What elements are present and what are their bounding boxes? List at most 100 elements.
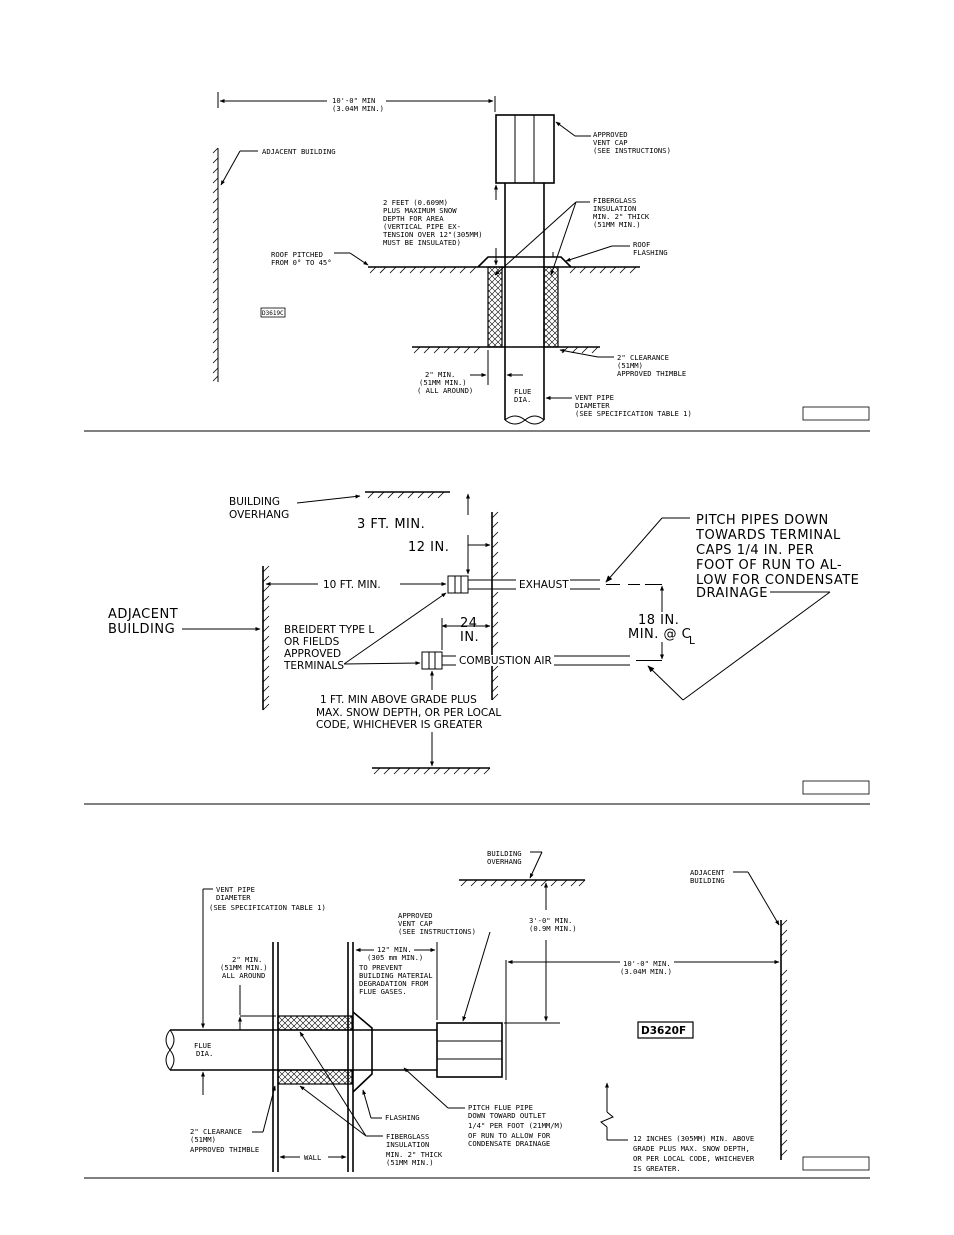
fig3-fiberglass-1: FIBERGLASS — [386, 1132, 429, 1141]
fig1-dim-10ft-metric: (3.04M MIN.) — [332, 104, 384, 113]
fig2-adjacent-2: BUILDING — [108, 622, 175, 637]
fig3-grade-2: GRADE PLUS MAX. SNOW DEPTH, — [633, 1144, 750, 1153]
fig1-flue-2: DIA. — [514, 395, 531, 404]
fig1-fiberglass-3: MIN. 2" THICK — [593, 212, 650, 221]
fig2-pitch-2: TOWARDS TERMINAL — [695, 528, 841, 543]
fig3-pitch-1: PITCH FLUE PIPE — [468, 1103, 533, 1112]
fig3-insulation-bottom — [277, 1069, 353, 1085]
fig3-grade-3: OR PER LOCAL CODE, WHICHEVER — [633, 1154, 755, 1163]
fig3-clearance-2: (51MM) — [190, 1135, 216, 1144]
fig2-twenty-four: 24 — [460, 616, 478, 631]
fig3-grade-1: 12 INCHES (305MM) MIN. ABOVE — [633, 1134, 754, 1143]
fig2-overhang-2: OVERHANG — [229, 509, 289, 521]
fig2-centerline-sub: L — [689, 635, 695, 647]
fig1-roof-pitched-2: FROM 0° TO 45° — [271, 258, 332, 267]
fig3-flue-1: FLUE — [194, 1041, 211, 1050]
fig2-grade-1: 1 FT. MIN ABOVE GRADE PLUS — [320, 694, 477, 706]
fig2-pitch-5: LOW FOR CONDENSATE — [696, 573, 859, 588]
insulation-left — [487, 266, 503, 348]
fig1-clearance-2: (51MM) — [617, 361, 643, 370]
fig3-vent-pipe-1: VENT PIPE — [216, 885, 255, 894]
fig1-vent-pipe-3: (SEE SPECIFICATION TABLE 1) — [575, 409, 692, 418]
fig3-min-3: ALL AROUND — [222, 971, 265, 980]
fig2-grade-2: MAX. SNOW DEPTH, OR PER LOCAL — [316, 707, 501, 719]
fig1-fiberglass-4: (51MM MIN.) — [593, 220, 641, 229]
fig3-twelve-3: TO PREVENT — [359, 963, 403, 972]
fig3-vent-cap-1: APPROVED — [398, 911, 433, 920]
fig2-adjacent-1: ADJACENT — [108, 607, 178, 622]
exhaust-pipe: EXHAUST — [447, 575, 662, 594]
adjacent-building-wall — [212, 147, 219, 382]
fig2-eighteen-min: MIN. @ C — [628, 627, 691, 642]
fig1-roof-flashing-2: FLASHING — [633, 248, 668, 257]
fig3-flashing: FLASHING — [385, 1113, 420, 1122]
insulation-right — [543, 266, 559, 348]
fig1-min-2: (51MM MIN.) — [419, 378, 467, 387]
fig1-snow-6: MUST BE INSULATED) — [383, 238, 461, 247]
fig3-fiberglass-3: MIN. 2" THICK — [386, 1150, 443, 1159]
fig3-fiberglass-4: (51MM MIN.) — [386, 1158, 434, 1167]
fig1-vent-pipe-2: DIAMETER — [575, 401, 610, 410]
fig3-code: D3620F — [641, 1025, 686, 1037]
fig3-twelve-4: BUILDING MATERIAL — [359, 971, 433, 980]
fig3-adjacent-1: ADJACENT — [690, 868, 725, 877]
fig1-min-1: 2" MIN. — [425, 370, 455, 379]
fig3-adjacent-2: BUILDING — [690, 876, 725, 885]
fig1-clearance-1: 2" CLEARANCE — [617, 353, 669, 362]
fig1-vent-pipe-1: VENT PIPE — [575, 393, 614, 402]
fig2-pitch-1: PITCH PIPES DOWN — [696, 513, 829, 528]
fig2-terminals-3: APPROVED — [284, 648, 341, 660]
fig3-min-2: (51MM MIN.) — [220, 963, 268, 972]
fig3-twelve-5: DEGRADATION FROM — [359, 979, 429, 988]
fig1-snow-4: (VERTICAL PIPE EX- — [383, 222, 461, 231]
fig3-pitch-4: OF RUN TO ALLOW FOR — [468, 1131, 551, 1140]
fig3-vent-pipe-2: DIAMETER — [216, 893, 251, 902]
combustion-air-pipe: COMBUSTION AIR — [421, 651, 662, 670]
fig2-eighteen: 18 IN. — [638, 613, 679, 628]
fig2-pitch-6: DRAINAGE — [696, 586, 768, 601]
fig3-vent-cap-3: (SEE INSTRUCTIONS) — [398, 927, 476, 936]
fig3-ten-ft-2: (3.04M MIN.) — [620, 967, 672, 976]
fig2-terminals-2: OR FIELDS — [284, 636, 340, 648]
fig2-exhaust: EXHAUST — [519, 579, 569, 591]
fig3-pitch-5: CONDENSATE DRAINAGE — [468, 1139, 550, 1148]
fig2-caption-box — [802, 780, 870, 795]
fig1-roof-flashing-1: ROOF — [633, 240, 650, 249]
fig2-grade-3: CODE, WHICHEVER IS GREATER — [316, 719, 483, 731]
fig3-three-ft-1: 3'-0" MIN. — [529, 916, 572, 925]
fig1-snow-3: DEPTH FOR AREA — [383, 214, 444, 223]
fig2-pitch-4: FOOT OF RUN TO AL- — [696, 558, 842, 573]
fig1-adjacent-building: ADJACENT BUILDING — [262, 147, 336, 156]
fig3-caption-box — [802, 1156, 870, 1171]
fig2-ten-ft: 10 FT. MIN. — [323, 579, 381, 591]
fig3-pitch-3: 1/4" PER FOOT (21MM/M) — [468, 1121, 563, 1130]
fig3-vent-cap-2: VENT CAP — [398, 919, 433, 928]
fig3-pitch-2: DOWN TOWARD OUTLET — [468, 1111, 547, 1120]
fig1-caption-box — [802, 406, 870, 421]
fig3-min-1: 2" MIN. — [232, 955, 262, 964]
fig3-vent-pipe-3: (SEE SPECIFICATION TABLE 1) — [209, 903, 326, 912]
figure-horizontal-two-pipe: BUILDING OVERHANG — [108, 491, 870, 795]
fig1-vent-cap-2: VENT CAP — [593, 138, 628, 147]
fig3-flue-2: DIA. — [196, 1049, 213, 1058]
fig2-overhang-1: BUILDING — [229, 496, 280, 508]
fig1-vent-cap-1: APPROVED — [593, 130, 628, 139]
fig1-vent-cap-3: (SEE INSTRUCTIONS) — [593, 146, 671, 155]
fig3-overhang-2: OVERHANG — [487, 857, 522, 866]
figure-vertical-vent: 10'-0" MIN (3.04M MIN.) — [212, 92, 870, 425]
fig1-flue-1: FLUE — [514, 387, 531, 396]
fig1-snow-2: PLUS MAXIMUM SNOW — [383, 206, 457, 215]
fig1-code: D3619C — [262, 310, 284, 317]
fig1-clearance-3: APPROVED THIMBLE — [617, 369, 686, 378]
fig3-twelve-2: (305 mm MIN.) — [367, 953, 423, 962]
fig1-roof-pitched-1: ROOF PITCHED — [271, 250, 323, 259]
fig3-twelve-6: FLUE GASES. — [359, 987, 407, 996]
fig2-three-ft: 3 FT. MIN. — [357, 517, 425, 532]
fig3-grade-4: IS GREATER. — [633, 1164, 681, 1173]
fig2-terminals-4: TERMINALS — [283, 660, 344, 672]
fig3-wall: WALL — [304, 1153, 321, 1162]
fig2-pitch-3: CAPS 1/4 IN. PER — [696, 543, 814, 558]
fig3-vent-cap — [436, 1022, 503, 1078]
fig2-combustion-air: COMBUSTION AIR — [459, 655, 552, 667]
